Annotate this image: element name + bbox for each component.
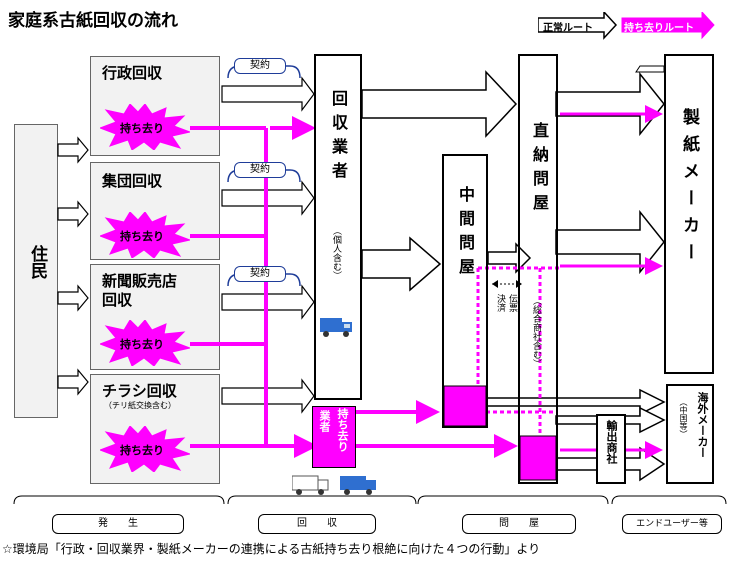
contract-label-newspaper: 契約 bbox=[234, 266, 286, 282]
stage-label-occurrence: 発 生 bbox=[52, 514, 184, 534]
source-to-collector-arrows bbox=[221, 76, 315, 414]
resident-to-source-arrows bbox=[57, 136, 89, 396]
removal-collector-label-a: 業者 bbox=[318, 410, 331, 432]
source-sub-flyer: （チリ紙交換含む） bbox=[104, 401, 176, 410]
removal-burst-shape-2 bbox=[100, 212, 190, 258]
removal-routes bbox=[190, 116, 518, 458]
source-label-flyer: チラシ回収 bbox=[102, 382, 177, 400]
stage-brackets bbox=[13, 495, 727, 505]
direct-wholesaler-box bbox=[518, 54, 558, 484]
removal-burst-label-2: 持ち去り bbox=[120, 230, 164, 243]
middle-wholesaler-label: 中間問屋 bbox=[456, 186, 475, 282]
export-trader-label: 輸出商社 bbox=[605, 420, 618, 464]
removal-collector-label-b: 持ち去り bbox=[336, 408, 349, 452]
middle-wholesaler-box bbox=[442, 154, 488, 428]
source-label-newspaper: 新聞販売店 回収 bbox=[102, 272, 178, 309]
legend-normal-arrow bbox=[538, 12, 618, 40]
resident-label: 住民 bbox=[27, 245, 47, 279]
collector-sub: （個人含む） bbox=[331, 226, 341, 280]
legend-removal-arrow bbox=[621, 12, 715, 40]
maker-bracket bbox=[635, 65, 665, 73]
export-trader-box bbox=[596, 414, 626, 484]
page-title: 家庭系古紙回収の流れ bbox=[8, 11, 178, 31]
collector-to-wholesaler-arrows bbox=[361, 70, 518, 292]
source-label-group: 集団回収 bbox=[102, 172, 163, 190]
direct-to-maker-arrows bbox=[485, 71, 666, 482]
direct-wholesaler-label: 直納問屋 bbox=[530, 122, 549, 218]
collector-label: 回収業者 bbox=[329, 90, 348, 186]
removal-burst-shape-4 bbox=[100, 426, 190, 472]
removal-burst-shape-1 bbox=[100, 104, 190, 150]
stage-label-collection: 回 収 bbox=[258, 514, 376, 534]
contract-label-admin: 契約 bbox=[234, 58, 286, 74]
removal-collector-box bbox=[312, 406, 356, 468]
settlement-label-b: 決済 bbox=[495, 294, 505, 312]
settlement-label-a: 伝票 bbox=[507, 294, 517, 312]
truck-icon-white bbox=[292, 475, 329, 495]
legend bbox=[538, 12, 715, 40]
legend-normal-label: 正常ルート bbox=[543, 23, 593, 34]
maker-box bbox=[664, 54, 714, 374]
contract-label-group: 契約 bbox=[234, 162, 286, 178]
collector-box bbox=[314, 54, 362, 400]
removal-burst-label-4: 持ち去り bbox=[120, 444, 164, 457]
removal-burst-label-1: 持ち去り bbox=[120, 122, 164, 135]
removal-dotted bbox=[476, 266, 560, 440]
source-label-admin: 行政回収 bbox=[102, 64, 163, 82]
maker-label: 製紙メーカー bbox=[679, 108, 699, 270]
stage-label-enduser: エンドユーザー等 bbox=[622, 514, 722, 534]
overseas-maker-sub: （中国等） bbox=[679, 398, 688, 438]
overseas-maker-label: 海外メーカー bbox=[696, 392, 709, 458]
legend-removal-label: 持ち去りルート bbox=[624, 23, 694, 34]
truck-icon bbox=[320, 318, 352, 337]
direct-removal-block bbox=[519, 435, 557, 481]
direct-wholesaler-sub: （総合商社含む） bbox=[531, 296, 541, 368]
removal-burst-label-3: 持ち去り bbox=[120, 338, 164, 351]
removal-burst-shape-3 bbox=[100, 320, 190, 366]
resident-box: 住民 bbox=[14, 124, 58, 418]
stage-label-wholesaler: 問 屋 bbox=[462, 514, 576, 534]
truck-icon-blue bbox=[340, 476, 376, 495]
overseas-maker-box bbox=[666, 384, 714, 484]
middle-removal-block bbox=[443, 385, 487, 427]
source-note: ☆環境局「行政・回収業界・製紙メーカーの連携による古紙持ち去り根絶に向けた４つの… bbox=[2, 542, 541, 556]
